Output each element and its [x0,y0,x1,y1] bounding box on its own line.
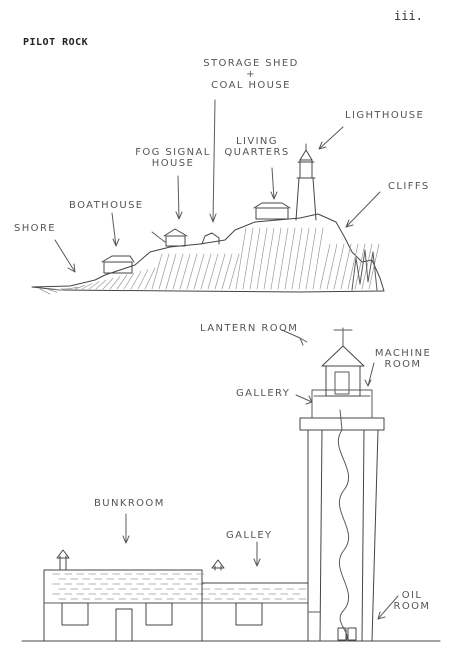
label-boathouse: BOATHOUSE [69,200,144,211]
boathouse-small [101,255,135,274]
top-pointers [54,99,381,273]
storage-shed-small [201,232,220,245]
rock-hatching [39,227,380,295]
brick-hatching [52,573,307,600]
label-gallery: GALLERY [236,388,291,399]
cliff-spikes [351,249,378,291]
page-number: iii. [394,9,423,23]
fog-signal-house-small [151,228,188,247]
label-cliffs: CLIFFS [388,181,430,192]
bottom-pointers [122,329,399,620]
living-quarters-small [253,202,291,220]
galley-block [201,582,309,642]
label-bunkroom: BUNKROOM [94,498,165,509]
label-oil-room: OIL ROOM [393,590,431,612]
label-storage-shed: STORAGE SHED + COAL HOUSE [203,58,299,91]
lighthouse-section [299,327,385,642]
label-fog-signal-house: FOG SIGNAL HOUSE [135,147,211,169]
label-living-quarters: LIVING QUARTERS [224,136,290,158]
label-galley: GALLEY [226,530,273,541]
label-shore: SHORE [14,223,57,234]
lighthouse-small [295,143,317,221]
buildings-elevation [21,327,441,642]
label-lighthouse: LIGHTHOUSE [345,110,425,121]
island-sketch [31,143,385,295]
page-title: PILOT ROCK [23,37,89,48]
island-outline [31,213,385,293]
bunkroom-door [115,608,133,642]
label-lantern-room: LANTERN ROOM [200,323,299,334]
label-machine-room: MACHINE ROOM [374,348,432,370]
bunkroom-block [43,569,203,642]
